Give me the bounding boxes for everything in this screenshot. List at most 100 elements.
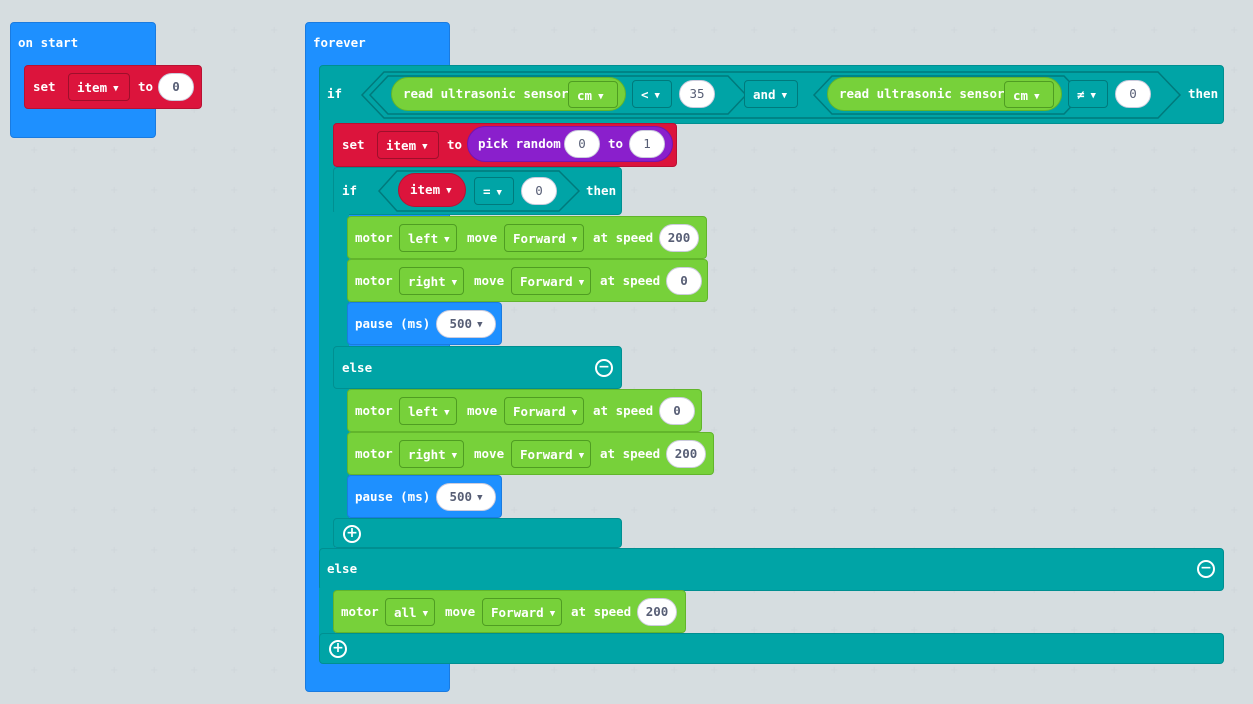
compare-value-input[interactable]: 0: [1115, 80, 1151, 108]
item-variable-reporter[interactable]: item▼: [398, 173, 466, 207]
grid-cross-icon: +: [1230, 185, 1239, 196]
grid-cross-icon: +: [830, 425, 839, 436]
grid-cross-icon: +: [790, 145, 799, 156]
pause-block[interactable]: pause (ms) 500▼: [347, 302, 502, 345]
triangle-down-icon: ▼: [446, 186, 452, 196]
grid-cross-icon: +: [70, 505, 79, 516]
grid-cross-icon: +: [1030, 225, 1039, 236]
random-from-input[interactable]: 0: [564, 130, 600, 158]
grid-cross-icon: +: [1190, 465, 1199, 476]
grid-cross-icon: +: [1150, 25, 1159, 36]
grid-cross-icon: +: [110, 665, 119, 676]
grid-cross-icon: +: [590, 305, 599, 316]
motor-value: left: [408, 231, 439, 246]
grid-cross-icon: +: [1230, 585, 1239, 596]
operator-dropdown[interactable]: =▼: [474, 177, 514, 205]
grid-cross-icon: +: [950, 505, 959, 516]
unit-value: cm: [577, 88, 593, 103]
motor-dropdown[interactable]: left▼: [399, 224, 457, 252]
motor-value: right: [408, 447, 446, 462]
grid-cross-icon: +: [190, 385, 199, 396]
grid-cross-icon: +: [590, 665, 599, 676]
motor-label: motor: [341, 604, 379, 619]
grid-cross-icon: +: [670, 305, 679, 316]
motor-block[interactable]: motor left▼ move Forward▼ at speed 0: [347, 389, 702, 432]
outer-if-footer[interactable]: +: [319, 633, 1224, 664]
at-speed-label: at speed: [600, 273, 661, 288]
triangle-down-icon: ▼: [113, 84, 119, 94]
grid-cross-icon: +: [270, 145, 279, 156]
motor-block[interactable]: motor right▼ move Forward▼ at speed 0: [347, 259, 708, 302]
motor-dropdown[interactable]: right▼: [399, 440, 465, 468]
if-label: if: [342, 183, 358, 198]
speed-input[interactable]: 0: [666, 267, 702, 295]
grid-cross-icon: +: [150, 465, 159, 476]
grid-cross-icon: +: [990, 25, 999, 36]
speed-input[interactable]: 0: [659, 397, 695, 425]
grid-cross-icon: +: [910, 185, 919, 196]
value-input[interactable]: 0: [158, 73, 194, 101]
unit-dropdown[interactable]: cm▼: [1004, 81, 1054, 108]
set-item-block[interactable]: set item▼ to 0: [24, 65, 202, 109]
grid-cross-icon: +: [230, 225, 239, 236]
outer-else-bar[interactable]: else −: [319, 548, 1224, 591]
grid-cross-icon: +: [790, 25, 799, 36]
grid-cross-icon: +: [150, 505, 159, 516]
motor-dropdown[interactable]: all▼: [385, 598, 435, 626]
variable-dropdown[interactable]: item▼: [402, 177, 458, 204]
logic-operator-dropdown[interactable]: and▼: [744, 80, 798, 108]
direction-dropdown[interactable]: Forward▼: [511, 267, 592, 295]
motor-block[interactable]: motor left▼ move Forward▼ at speed 200: [347, 216, 707, 259]
ultrasonic-sensor-2[interactable]: read ultrasonic sensor cm▼: [827, 77, 1062, 111]
move-label: move: [445, 604, 476, 619]
grid-cross-icon: +: [150, 265, 159, 276]
operator-dropdown[interactable]: <▼: [632, 80, 672, 108]
grid-cross-icon: +: [710, 185, 719, 196]
grid-cross-icon: +: [110, 225, 119, 236]
grid-cross-icon: +: [1150, 265, 1159, 276]
speed-input[interactable]: 200: [637, 598, 677, 626]
direction-dropdown[interactable]: Forward▼: [482, 598, 563, 626]
plus-circle-icon[interactable]: +: [343, 525, 361, 543]
inner-if-footer[interactable]: +: [333, 518, 622, 548]
variable-dropdown[interactable]: item▼: [68, 73, 130, 101]
compare-value-input[interactable]: 0: [521, 177, 557, 205]
variable-dropdown[interactable]: item▼: [377, 131, 439, 159]
direction-dropdown[interactable]: Forward▼: [511, 440, 592, 468]
variable-name: item: [386, 138, 417, 153]
pause-value: 500: [449, 316, 473, 331]
grid-cross-icon: +: [910, 25, 919, 36]
operator-dropdown[interactable]: ≠▼: [1068, 80, 1108, 108]
grid-cross-icon: +: [510, 305, 519, 316]
else-label: else: [327, 561, 358, 576]
pause-duration-dropdown[interactable]: 500▼: [436, 310, 496, 338]
direction-dropdown[interactable]: Forward▼: [504, 397, 585, 425]
random-to-input[interactable]: 1: [629, 130, 665, 158]
grid-cross-icon: +: [270, 225, 279, 236]
speed-input[interactable]: 200: [666, 440, 706, 468]
operator-value: ≠: [1077, 87, 1085, 102]
grid-cross-icon: +: [1110, 625, 1119, 636]
threshold-input[interactable]: 35: [679, 80, 715, 108]
grid-cross-icon: +: [1190, 305, 1199, 316]
motor-block[interactable]: motor right▼ move Forward▼ at speed 200: [347, 432, 714, 475]
speed-input[interactable]: 200: [659, 224, 699, 252]
unit-dropdown[interactable]: cm▼: [568, 81, 618, 108]
minus-circle-icon[interactable]: −: [595, 359, 613, 377]
pause-duration-dropdown[interactable]: 500▼: [436, 483, 496, 511]
grid-cross-icon: +: [710, 425, 719, 436]
inner-else-bar[interactable]: else −: [333, 346, 622, 389]
motor-dropdown[interactable]: right▼: [399, 267, 465, 295]
pause-block[interactable]: pause (ms) 500▼: [347, 475, 502, 518]
at-speed-label: at speed: [600, 446, 661, 461]
triangle-down-icon: ▼: [422, 609, 428, 619]
direction-dropdown[interactable]: Forward▼: [504, 224, 585, 252]
minus-circle-icon[interactable]: −: [1197, 560, 1215, 578]
motor-dropdown[interactable]: left▼: [399, 397, 457, 425]
motor-block[interactable]: motor all▼ move Forward▼ at speed 200: [333, 590, 686, 633]
grid-cross-icon: +: [230, 545, 239, 556]
grid-cross-icon: +: [830, 665, 839, 676]
ultrasonic-sensor-1[interactable]: read ultrasonic sensor cm▼: [391, 77, 626, 111]
grid-cross-icon: +: [830, 505, 839, 516]
plus-circle-icon[interactable]: +: [329, 640, 347, 658]
